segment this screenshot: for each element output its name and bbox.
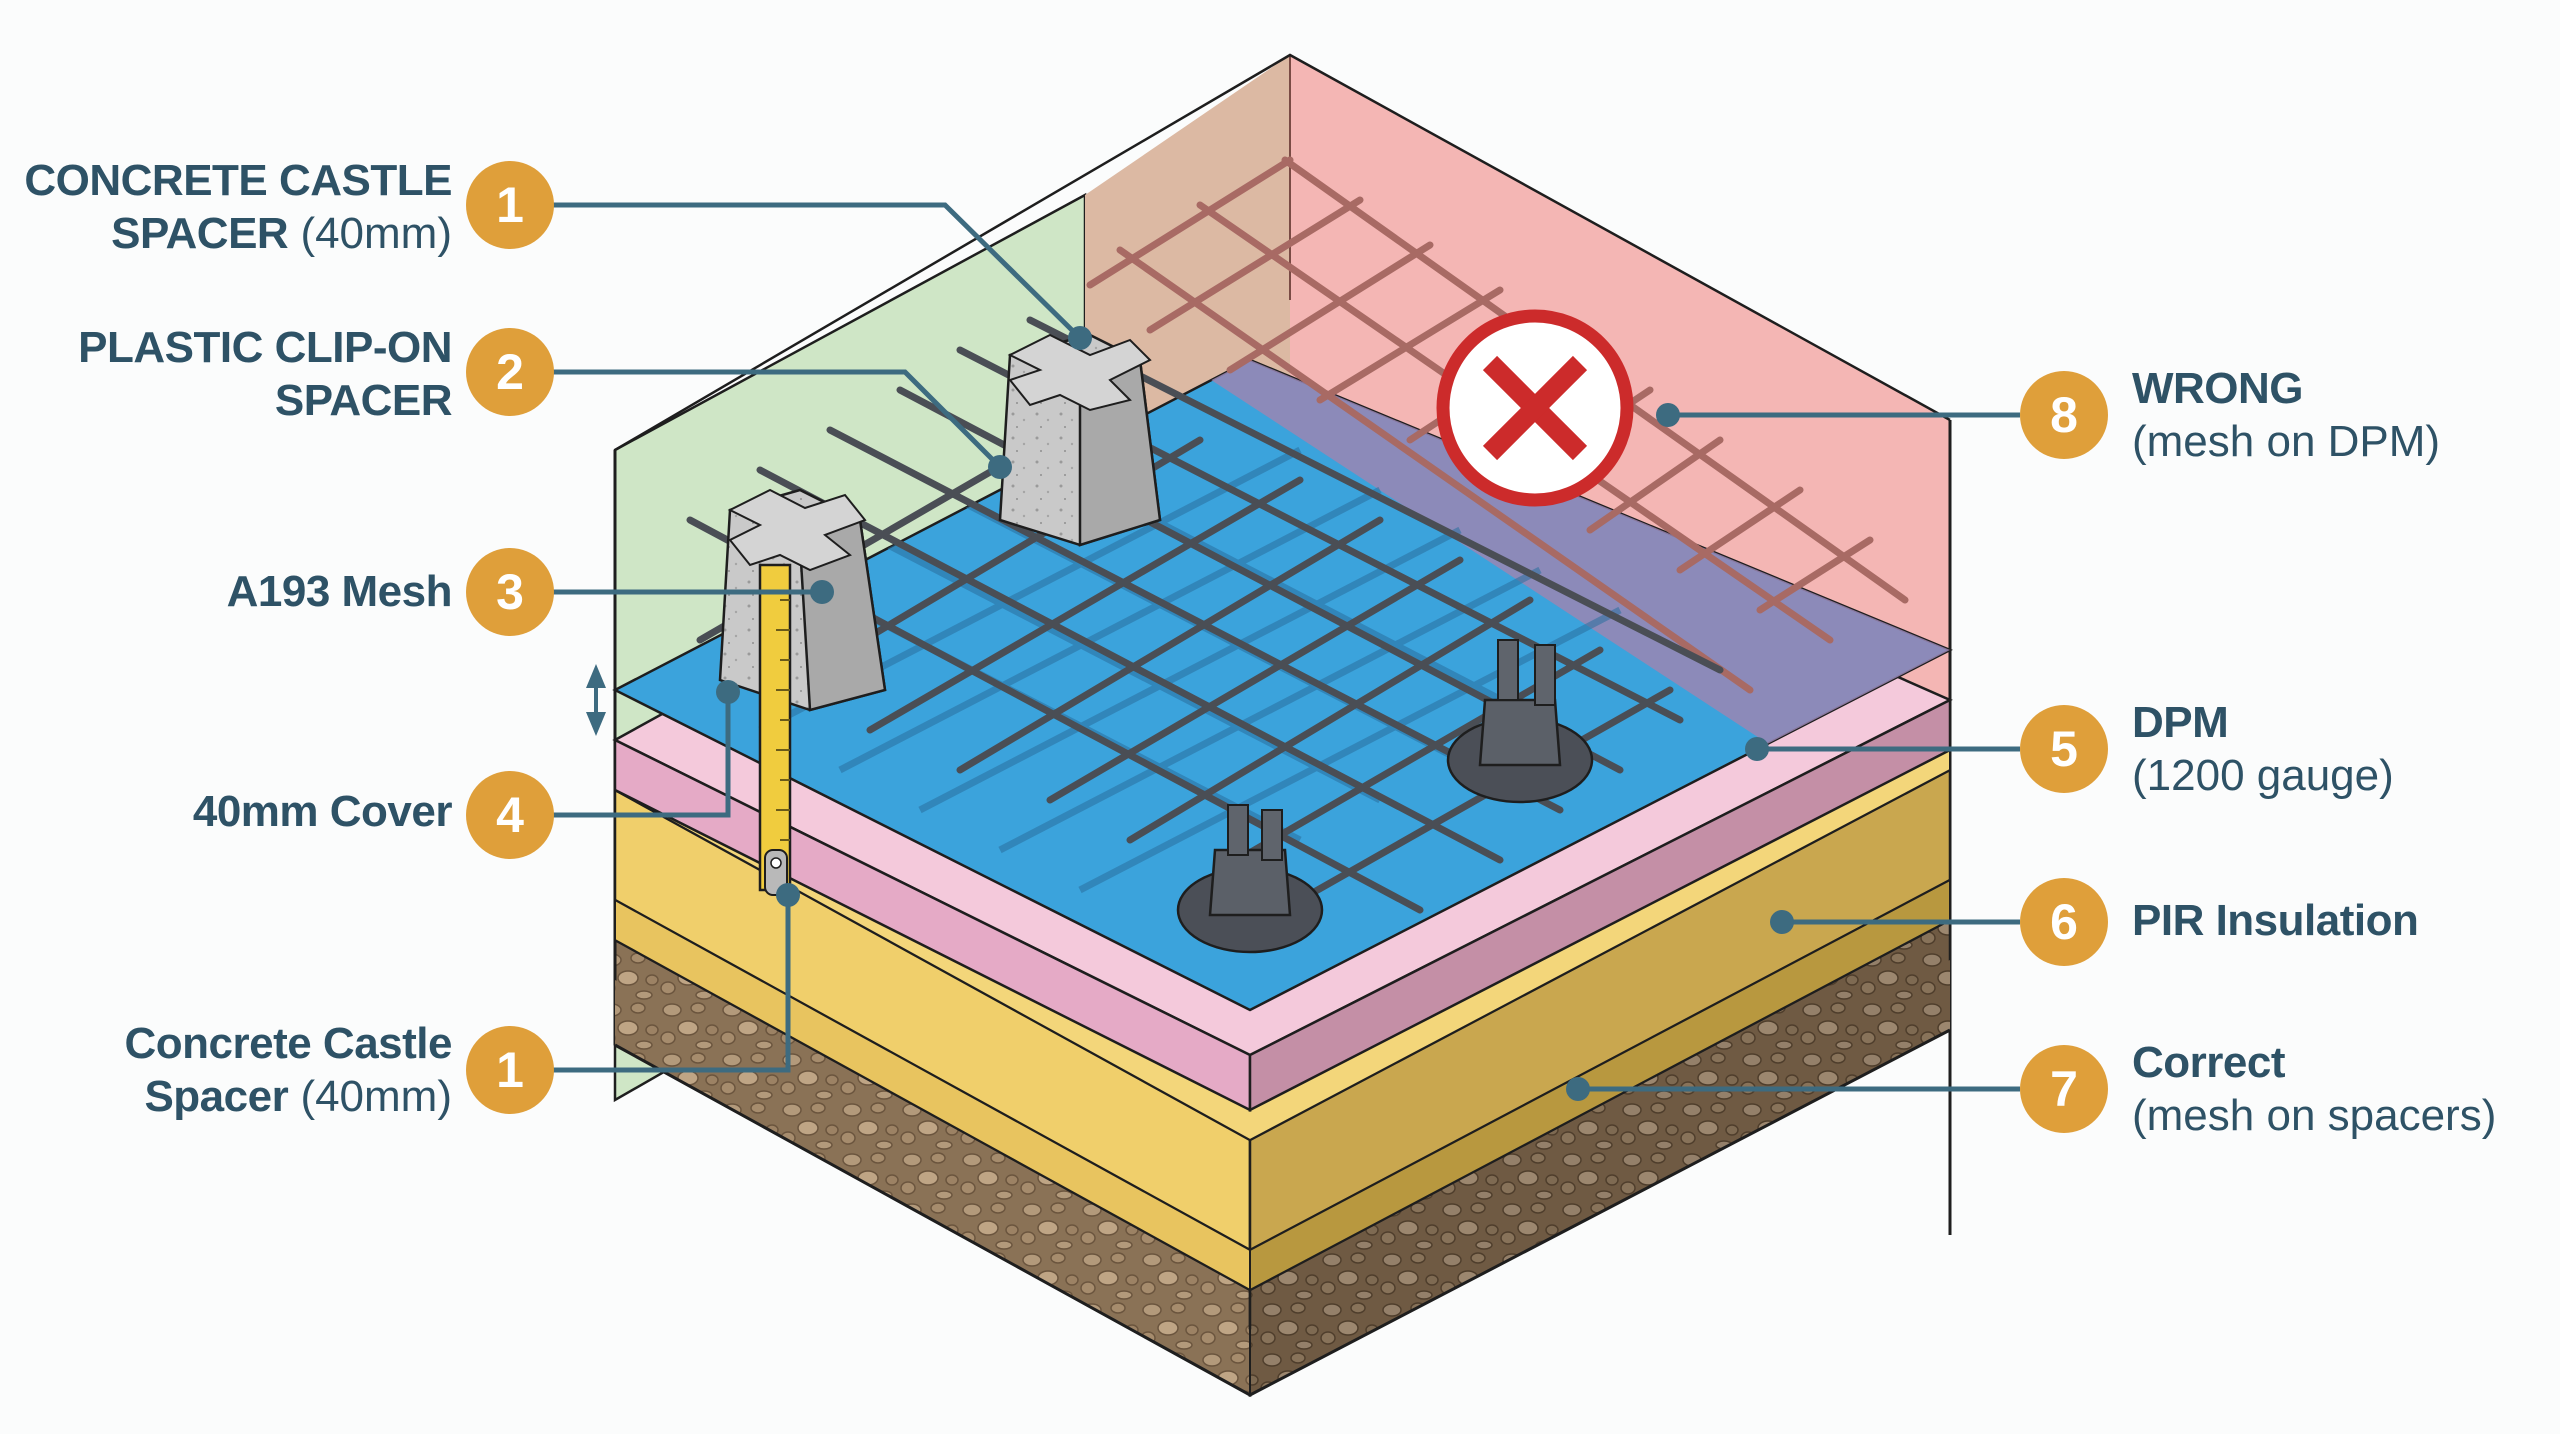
concrete-castle-spacer-front bbox=[718, 488, 887, 712]
tape-measure-icon bbox=[758, 563, 792, 896]
plastic-chair-spacer-2 bbox=[1446, 639, 1594, 804]
callout-badge-4: 4 bbox=[466, 771, 554, 859]
callout-badge-1-lower: 1 bbox=[466, 1026, 554, 1114]
double-arrow-vertical-icon bbox=[586, 664, 606, 736]
callout-label-a193-mesh: A193 Mesh bbox=[226, 567, 453, 616]
callout-label-pir-insulation: PIR Insulation bbox=[2132, 896, 2419, 945]
callout-badge-3: 3 bbox=[466, 548, 554, 636]
callout-badge-7: 7 bbox=[2020, 1045, 2108, 1133]
hardcore-lower bbox=[614, 960, 1951, 1397]
callout-badge-2: 2 bbox=[466, 328, 554, 416]
callout-label-concrete-castle-spacer-lower: Concrete Castle Spacer (40mm) bbox=[124, 1019, 452, 1121]
callout-label-plastic-clip-on-spacer: PLASTIC CLIP-ON SPACER bbox=[78, 323, 452, 425]
callout-badge-5: 5 bbox=[2020, 705, 2108, 793]
leader-lines bbox=[553, 202, 2020, 1092]
sand-blinding-layer bbox=[613, 738, 1952, 1292]
callout-label-concrete-castle-spacer: CONCRETE CASTLE SPACER (40mm) bbox=[24, 156, 452, 258]
callout-badge-1: 1 bbox=[466, 161, 554, 249]
callout-label-correct: Correct (mesh on spacers) bbox=[2132, 1038, 2497, 1140]
plastic-chair-spacer-1 bbox=[1176, 804, 1324, 954]
concrete-castle-spacer-back bbox=[998, 333, 1162, 547]
callout-badge-6: 6 bbox=[2020, 878, 2108, 966]
x-in-circle-icon bbox=[1436, 309, 1634, 507]
callout-badge-8: 8 bbox=[2020, 371, 2108, 459]
callout-label-dpm: DPM (1200 gauge) bbox=[2132, 698, 2394, 800]
callout-label-40mm-cover: 40mm Cover bbox=[192, 787, 453, 836]
leader-dots bbox=[716, 326, 1794, 1101]
callout-label-wrong: WRONG (mesh on DPM) bbox=[2132, 364, 2441, 466]
